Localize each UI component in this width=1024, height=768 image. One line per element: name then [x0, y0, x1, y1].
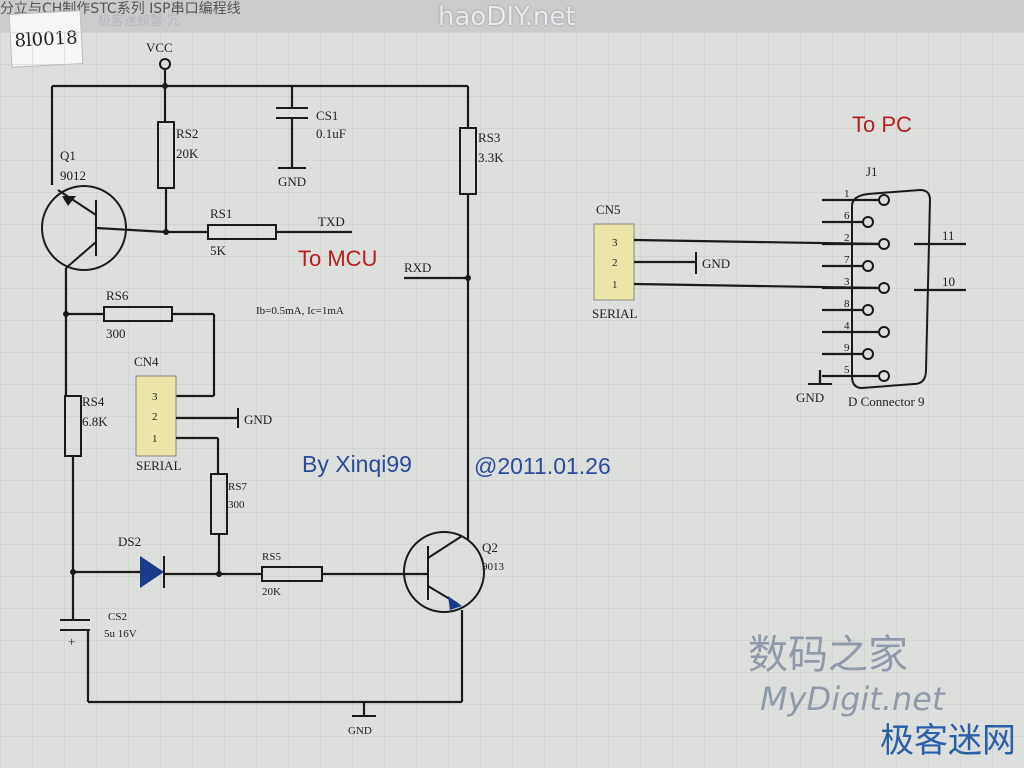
rs1-resistor — [166, 224, 352, 240]
rs6-value: 300 — [106, 326, 126, 341]
rs7-ref: RS7 — [228, 481, 247, 493]
bias-note: Ib=0.5mA, Ic=1mA — [256, 305, 344, 317]
j1-pin-contact — [862, 260, 874, 272]
rs3-ref: RS3 — [478, 130, 500, 145]
bottom-gnd-label: GND — [348, 725, 372, 737]
ds2-diode — [73, 556, 262, 588]
rs5-value: 20K — [262, 586, 281, 598]
j1-ref: J1 — [866, 164, 878, 179]
rs7-resistor — [210, 473, 228, 577]
rs7-value: 300 — [228, 499, 245, 511]
en-site-watermark: MyDigit.net — [760, 680, 946, 718]
q2-value: 9013 — [482, 561, 505, 573]
cs1-capacitor — [276, 107, 308, 169]
site-watermark: 极客迷螃蟹·冗 — [98, 14, 181, 29]
rs3-value: 3.3K — [478, 150, 504, 165]
rs2-ref: RS2 — [176, 126, 198, 141]
q1-value: 9012 — [60, 168, 86, 183]
cn5-pin-3: 3 — [612, 237, 618, 249]
j1-pin-number: 8 — [844, 298, 850, 310]
j1-out-10: 10 — [942, 274, 955, 289]
cn5-gnd-label: GND — [702, 256, 730, 271]
q2-transistor — [403, 531, 485, 702]
cs2-plus: + — [68, 634, 75, 649]
q1-transistor — [41, 185, 167, 271]
rs3-resistor — [459, 127, 477, 540]
cn5-pin-2: 2 — [612, 257, 618, 269]
j1-pin-number: 3 — [844, 276, 850, 288]
cs2-capacitor — [60, 619, 462, 717]
haodiy-logo: haoDIY.net — [438, 2, 576, 32]
j1-pin-number: 7 — [844, 254, 850, 266]
rs5-ref: RS5 — [262, 551, 281, 563]
cn4-gnd-label: GND — [244, 412, 272, 427]
j1-pin-number: 4 — [844, 320, 850, 332]
txd-label: TXD — [318, 214, 345, 229]
rs5-resistor — [261, 566, 428, 582]
to-pc-label: To PC — [852, 112, 912, 137]
cs1-ref: CS1 — [316, 108, 338, 123]
cs2-value: 5u 16V — [104, 628, 137, 640]
j1-out-11: 11 — [942, 228, 955, 243]
window-title-bar: 分立与CH制作STC系列 ISP串口编程线 — [0, 0, 1024, 32]
j1-pin-contact — [862, 348, 874, 360]
cn4-pin-2: 2 — [152, 411, 158, 423]
date-label: @2011.01.26 — [474, 453, 611, 479]
cs1-gnd-label: GND — [278, 174, 306, 189]
power-rail — [50, 58, 470, 185]
q2-ref: Q2 — [482, 540, 498, 555]
j1-gnd-label: GND — [796, 390, 824, 405]
vcc-label: VCC — [146, 40, 173, 55]
cn4-header: 3 2 1 — [135, 375, 239, 474]
rs2-value: 20K — [176, 146, 199, 161]
j1-pin-contact — [878, 326, 890, 338]
rs1-value: 5K — [210, 243, 227, 258]
j1-pin-contact — [878, 194, 890, 206]
j1-pin-number: 6 — [844, 210, 850, 222]
cs1-value: 0.1uF — [316, 126, 346, 141]
j1-pin-number: 1 — [844, 188, 850, 200]
cn4-name: SERIAL — [136, 458, 182, 473]
cn5-ref: CN5 — [596, 202, 621, 217]
j1-pin-contact — [878, 238, 890, 250]
cn4-ref: CN4 — [134, 354, 159, 369]
j1-pin-contact — [862, 216, 874, 228]
rxd-label: RXD — [404, 260, 431, 275]
j1-db9-connector: 1 6 2 7 3 8 4 9 5 — [808, 188, 966, 390]
j1-pin-contact — [862, 304, 874, 316]
cn5-pin-1: 1 — [612, 279, 618, 291]
corner-watermark: 极客迷网 — [880, 721, 1016, 761]
j1-pin-contact — [878, 282, 890, 294]
cn-site-watermark: 数码之家 — [748, 632, 908, 678]
rs4-value: 6.8K — [82, 414, 108, 429]
j1-pin-number: 9 — [844, 342, 850, 354]
q1-ref: Q1 — [60, 148, 76, 163]
rs1-ref: RS1 — [210, 206, 232, 221]
ds2-ref: DS2 — [118, 534, 141, 549]
to-mcu-label: To MCU — [298, 246, 377, 271]
j1-pin-contact — [878, 370, 890, 382]
cn4-pin-3: 3 — [152, 391, 158, 403]
j1-pin-number: 2 — [844, 232, 850, 244]
j1-pin-number: 5 — [844, 364, 850, 376]
cn4-pin-1: 1 — [152, 433, 158, 445]
rs4-ref: RS4 — [82, 394, 105, 409]
rs6-ref: RS6 — [106, 288, 129, 303]
left-rail — [63, 268, 216, 398]
j1-name: D Connector 9 — [848, 394, 925, 409]
cs2-ref: CS2 — [108, 611, 127, 623]
cn5-name: SERIAL — [592, 306, 638, 321]
author-label: By Xinqi99 — [302, 451, 412, 477]
